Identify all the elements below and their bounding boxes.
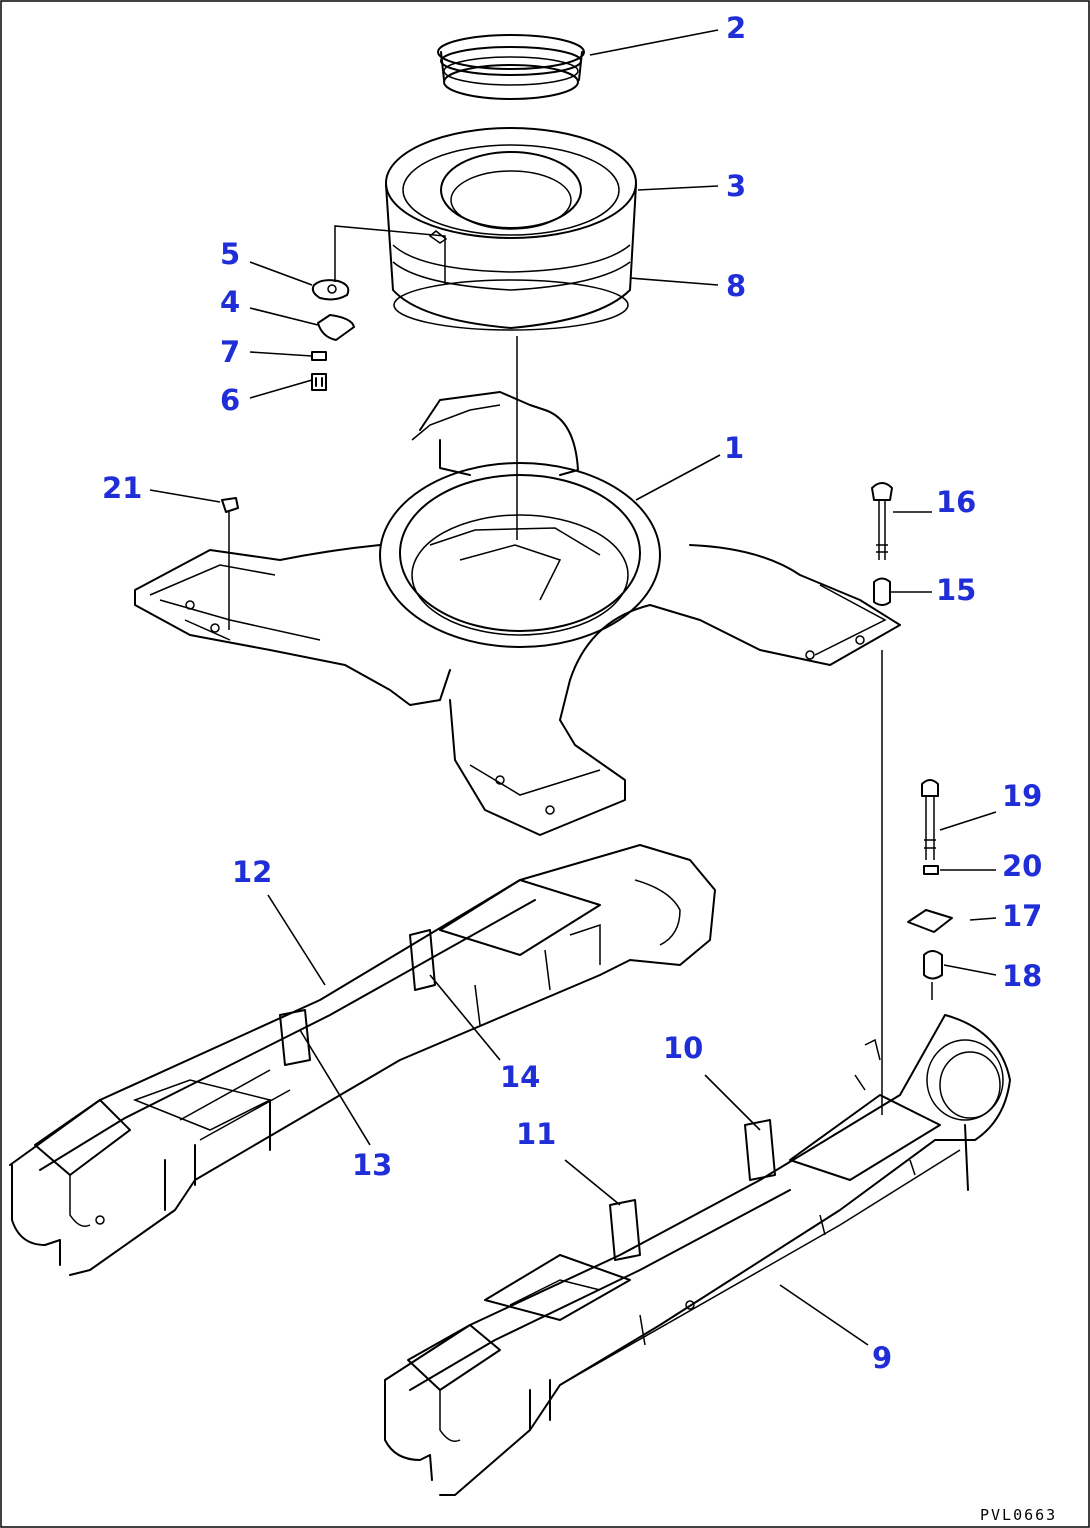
part-21-fitting — [221, 497, 239, 630]
drawing-code: PVL0663 — [980, 1506, 1057, 1524]
part-2-ring — [437, 34, 585, 100]
part-9-track-frame-right — [384, 1014, 1011, 1496]
callout-20: 20 — [1002, 849, 1042, 883]
part-16-15-bolt-bushing — [871, 482, 893, 1115]
callout-13: 13 — [352, 1148, 392, 1182]
callout-3: 3 — [726, 169, 746, 203]
leader-lines — [149, 29, 997, 1346]
callout-16: 16 — [936, 485, 976, 519]
callout-19: 19 — [1002, 779, 1042, 813]
callout-18: 18 — [1002, 959, 1042, 993]
callout-14: 14 — [500, 1060, 540, 1094]
callout-5: 5 — [220, 237, 240, 271]
part-3-8-bearing — [385, 127, 637, 331]
callout-6: 6 — [220, 383, 240, 417]
callout-10: 10 — [663, 1031, 703, 1065]
small-fasteners — [311, 225, 446, 391]
callout-12: 12 — [232, 855, 272, 889]
callout-2: 2 — [726, 11, 746, 45]
callout-11: 11 — [516, 1117, 556, 1151]
callout-8: 8 — [726, 269, 746, 303]
callout-9: 9 — [872, 1341, 892, 1375]
callout-1: 1 — [724, 431, 744, 465]
callout-21: 21 — [102, 471, 142, 505]
part-19-20-17-18 — [907, 779, 953, 1000]
callout-4: 4 — [220, 285, 240, 319]
callout-labels: 2 3 8 5 4 7 6 1 21 16 15 19 20 17 18 12 … — [102, 11, 1042, 1375]
part-1-center-frame — [134, 391, 901, 836]
callout-7: 7 — [220, 335, 240, 369]
callout-15: 15 — [936, 573, 976, 607]
part-12-track-frame-left — [9, 844, 716, 1276]
callout-17: 17 — [1002, 899, 1042, 933]
